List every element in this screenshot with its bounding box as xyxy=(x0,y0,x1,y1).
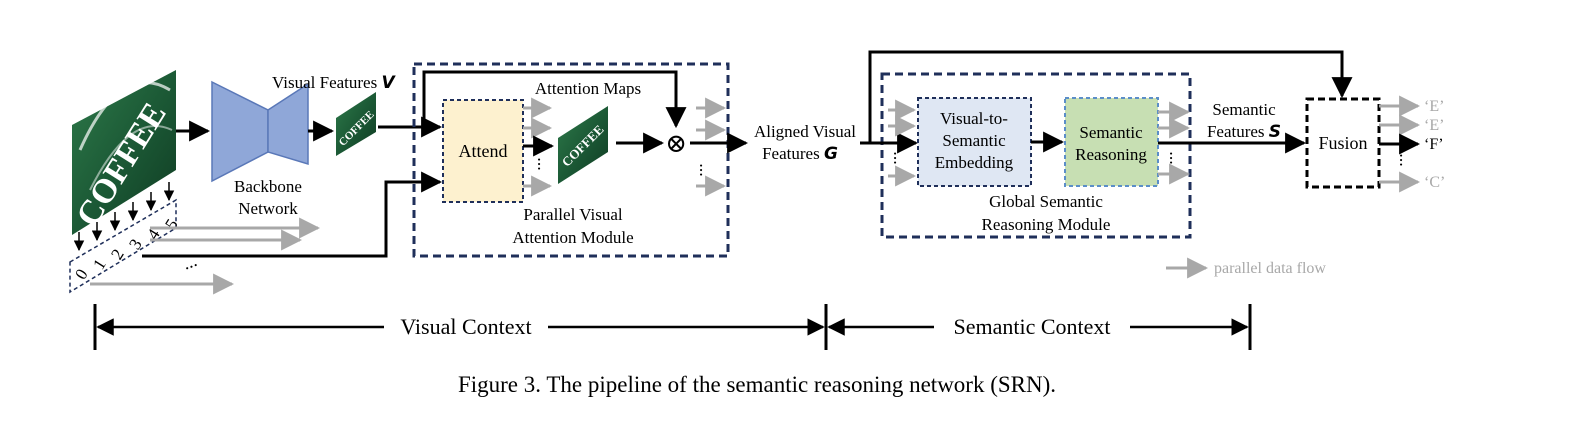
vse-input-ellipsis: ... xyxy=(890,151,910,165)
order-index-3: 3 xyxy=(125,236,146,253)
backbone-label-line1: Backbone xyxy=(234,177,302,196)
vse-label-line2: Semantic xyxy=(942,131,1006,150)
semantic-features-label-line1: Semantic xyxy=(1212,100,1276,119)
output-char-3: ‘C’ xyxy=(1424,174,1445,191)
gsrm-module xyxy=(880,72,1192,239)
pvam-label-line1: Parallel Visual xyxy=(523,205,623,224)
pvam-module xyxy=(412,62,730,258)
fusion-label: Fusion xyxy=(1318,133,1367,153)
visual-context-label: Visual Context xyxy=(400,314,531,339)
aligned-features-label-line2: Features G xyxy=(762,144,838,164)
order-index-0: 0 xyxy=(71,266,92,283)
attend-block xyxy=(442,99,524,203)
arrow-aligned-to-fusion xyxy=(868,50,1353,143)
order-index-5: 5 xyxy=(161,216,182,233)
vse-label-line3: Embedding xyxy=(935,153,1014,172)
attend-label: Attend xyxy=(459,141,508,161)
gsrm-label-line1: Global Semantic xyxy=(989,192,1103,211)
output-char-0: ‘E’ xyxy=(1424,98,1444,115)
order-parallel-arrows xyxy=(90,217,321,295)
arrow-order-to-attend xyxy=(142,171,443,258)
aligned-features-label-line1: Aligned Visual xyxy=(754,122,856,141)
attention-map-thumbnail: COFFEE xyxy=(558,106,608,184)
order-ellipsis: ... xyxy=(180,250,200,273)
backbone-network-right xyxy=(267,82,309,166)
pvam-parallel-outputs xyxy=(696,97,727,197)
attend-parallel-outputs xyxy=(523,97,553,197)
order-index-1: 1 xyxy=(89,256,110,273)
fusion-output-ellipsis: ... xyxy=(1396,153,1416,167)
figure-caption: Figure 3. The pipeline of the semantic r… xyxy=(458,372,1056,397)
output-char-1: ‘E’ xyxy=(1424,117,1444,134)
vse-parallel-inputs xyxy=(888,99,917,187)
semantic-reasoning-label-line1: Semantic xyxy=(1079,123,1143,142)
backbone-label-line2: Network xyxy=(238,199,298,218)
arrow-features-bypass xyxy=(422,70,687,129)
legend-label: parallel data flow xyxy=(1214,260,1326,277)
aligned-features-symbol: G xyxy=(824,144,838,164)
semantic-features-symbol: S xyxy=(1269,122,1281,142)
vse-block xyxy=(917,97,1032,187)
semantic-reasoning-block xyxy=(1064,97,1159,187)
input-image: COFFEE xyxy=(69,70,176,235)
gsrm-label-line2: Reasoning Module xyxy=(982,215,1111,234)
vse-label-line1: Visual-to- xyxy=(940,109,1008,128)
attention-maps-label: Attention Maps xyxy=(535,79,641,98)
backbone-network xyxy=(211,80,269,183)
visual-features-symbol: V xyxy=(381,73,396,93)
fusion-parallel-outputs xyxy=(1379,95,1421,193)
reasoning-parallel-outputs xyxy=(1158,101,1191,185)
order-index-2: 2 xyxy=(107,246,128,263)
visual-features-label: Visual Features V xyxy=(272,73,396,93)
pvam-ellipsis: ... xyxy=(696,163,716,177)
order-index-arrows xyxy=(73,182,175,252)
attend-ellipsis: ... xyxy=(534,157,554,171)
semantic-features-label-line2: Features S xyxy=(1207,122,1281,142)
output-char-2: ‘F’ xyxy=(1424,136,1444,153)
pvam-label-line2: Attention Module xyxy=(512,228,633,247)
reasoning-ellipsis: ... xyxy=(1166,151,1186,165)
semantic-context-label: Semantic Context xyxy=(953,314,1110,339)
multiply-operator: ⊗ xyxy=(665,129,687,158)
semantic-reasoning-label-line2: Reasoning xyxy=(1075,145,1147,164)
visual-features-thumbnail: COFFEE xyxy=(336,92,377,156)
